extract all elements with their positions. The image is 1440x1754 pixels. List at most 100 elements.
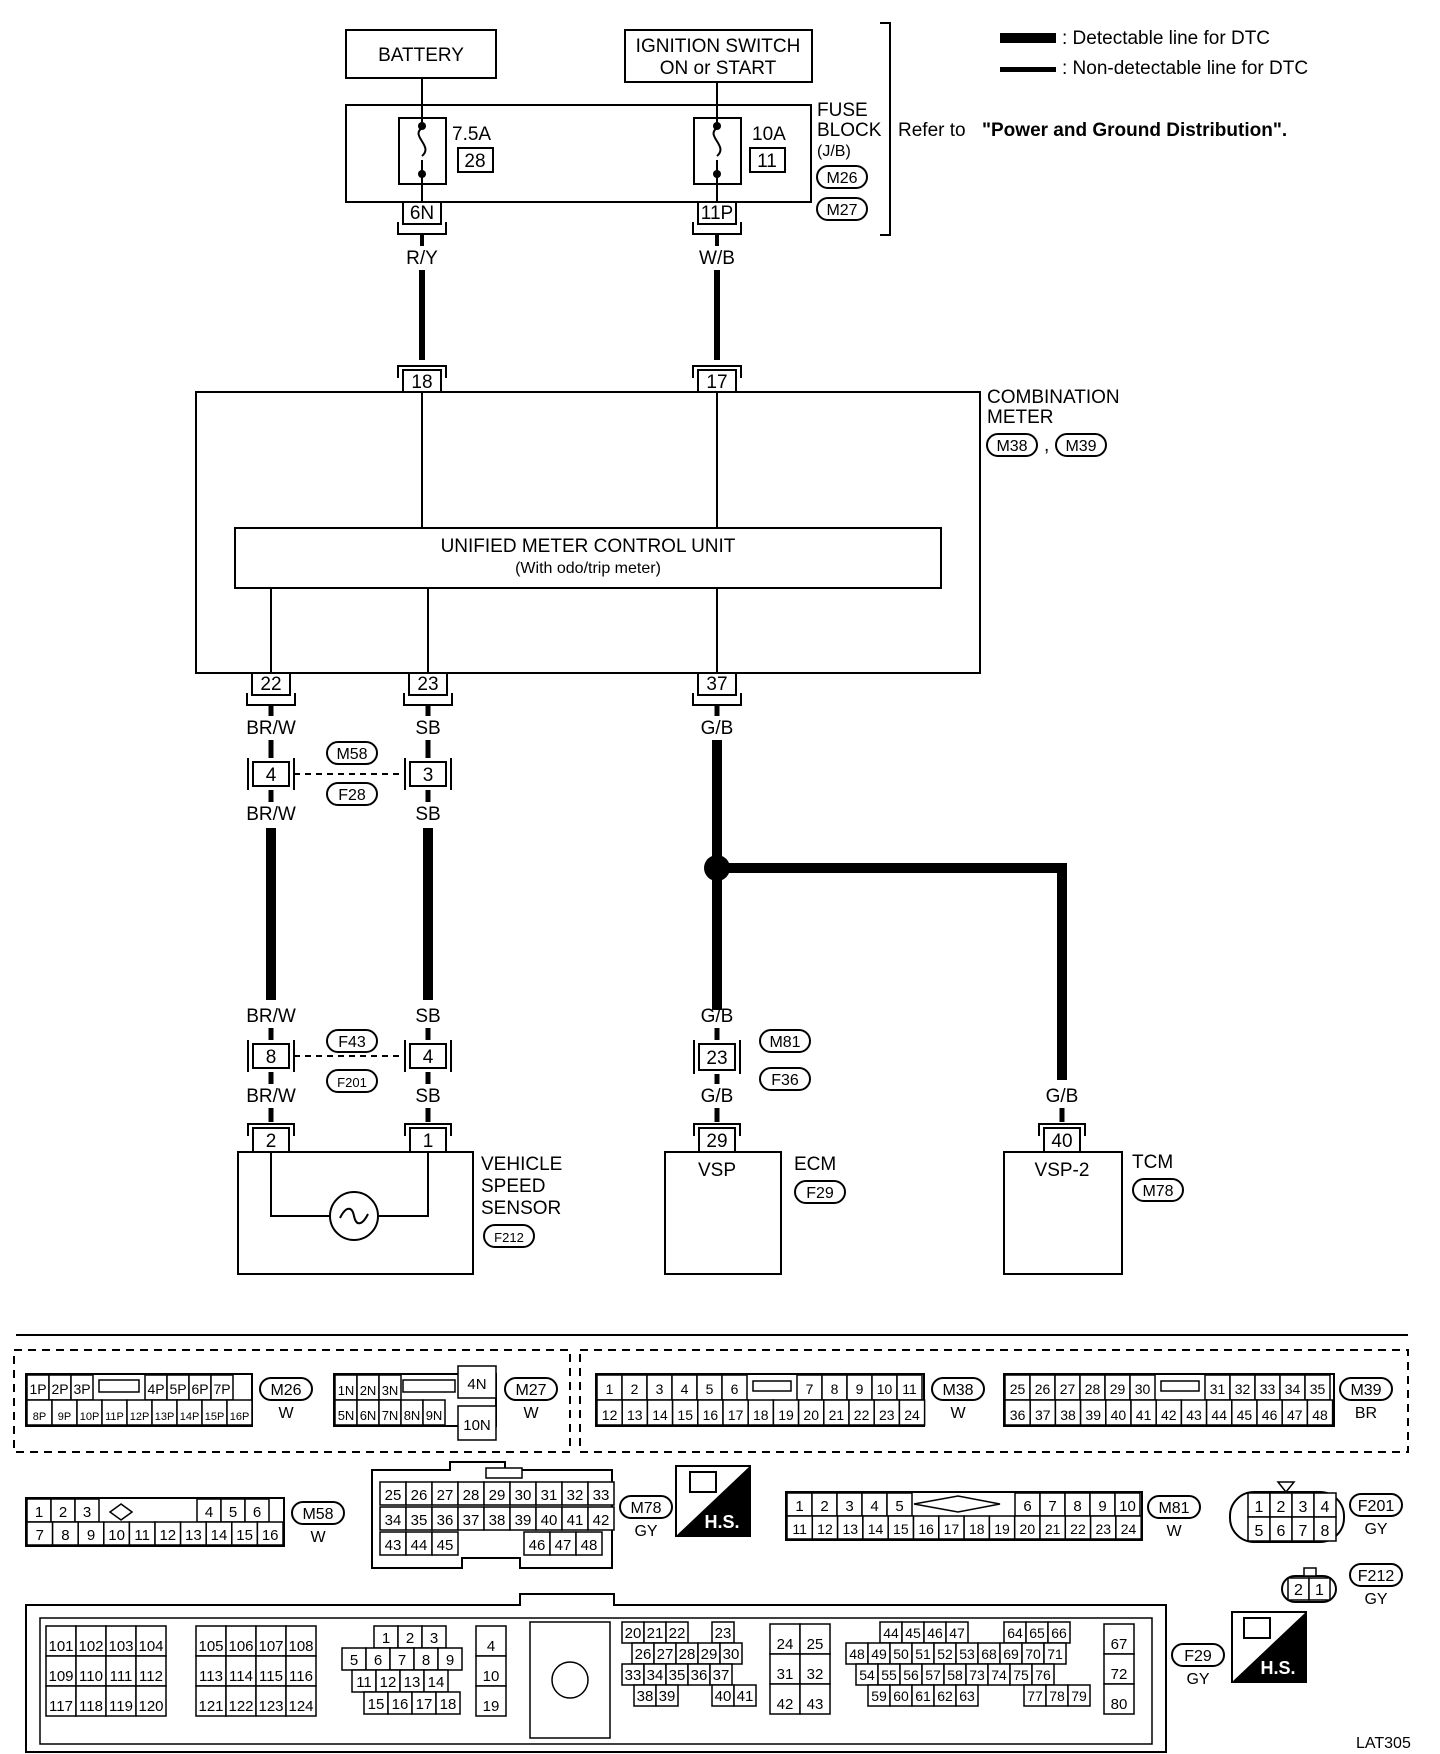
combination-meter-label-2: METER (987, 407, 1054, 428)
pin-cell (898, 1399, 926, 1426)
connector-color: W (1166, 1523, 1182, 1540)
pin-label: 35 (669, 1667, 686, 1684)
pin-label: 12 (380, 1674, 397, 1691)
pin-cell (105, 1625, 137, 1657)
pin-label: 69 (1003, 1646, 1019, 1662)
fuse-block-label-1: FUSE (817, 100, 868, 121)
pin-label: 34 (1285, 1381, 1301, 1397)
pin-label: 25 (807, 1636, 824, 1653)
pin-label: 32 (1235, 1381, 1251, 1397)
combination-meter-conn-1: M38 (996, 438, 1027, 455)
pin-cell (1104, 1374, 1131, 1401)
pin-cell (846, 1374, 873, 1401)
pin-label: 2 (59, 1504, 67, 1521)
pin-label: 101 (48, 1638, 73, 1655)
pin-label: 6 (1023, 1498, 1031, 1515)
pin-label: 27 (1060, 1381, 1076, 1397)
pin-label: 22 (669, 1625, 686, 1642)
pin-label: 5 (1255, 1523, 1264, 1540)
pin-18: 18 (397, 365, 447, 393)
pin-label: 65 (1029, 1625, 1045, 1641)
pin-label: 32 (567, 1487, 584, 1504)
fuse-block-label-3: (J/B) (817, 143, 851, 160)
pin-label: 20 (1020, 1521, 1036, 1537)
svg-text:22: 22 (260, 674, 281, 695)
legend-detectable: : Detectable line for DTC (1062, 28, 1270, 49)
pin-label: 28 (1085, 1381, 1101, 1397)
pin-label: 49 (871, 1646, 887, 1662)
pin-label: 26 (1035, 1381, 1051, 1397)
pin-label: 42 (777, 1696, 794, 1713)
pin-label: 52 (937, 1646, 953, 1662)
pin-label: 51 (915, 1646, 931, 1662)
svg-text:SB: SB (415, 1006, 440, 1027)
pin-label: 107 (258, 1638, 283, 1655)
legend-thin-line (1000, 67, 1056, 72)
pin-cell (135, 1685, 167, 1717)
pin-label: 4N (467, 1376, 486, 1393)
vss-label-3: SENSOR (481, 1198, 561, 1219)
hs-label: H.S. (1260, 1658, 1295, 1678)
pin-label: 111 (110, 1668, 133, 1685)
pin-label: 43 (1186, 1407, 1202, 1423)
pin-label: 18 (753, 1407, 769, 1423)
pin-label: 120 (138, 1698, 163, 1715)
pin-label: 12P (130, 1411, 150, 1423)
pin-cell (45, 1685, 77, 1717)
pin-label: 123 (258, 1698, 283, 1715)
ignition-box (624, 29, 813, 83)
pin-label: 27 (657, 1646, 674, 1663)
pin-label: 74 (991, 1667, 1007, 1683)
svg-text:BR/W: BR/W (246, 718, 296, 739)
pin-label: 41 (737, 1688, 754, 1705)
pin-label: 5N (338, 1408, 355, 1423)
pin-label: 43 (807, 1696, 824, 1713)
pin-label: 56 (903, 1667, 919, 1683)
pin-cell (1067, 1684, 1091, 1707)
pin-label: 72 (1111, 1666, 1128, 1683)
pin-label: 2P (51, 1381, 68, 1397)
pin-cell (1205, 1399, 1233, 1426)
pin-cell (45, 1625, 77, 1657)
tcm-box (1003, 1151, 1123, 1275)
pin-label: 3P (73, 1381, 90, 1397)
pin-label: 9N (426, 1408, 443, 1423)
pin-cell (587, 1481, 615, 1506)
pin-label: 27 (437, 1487, 454, 1504)
refer-title: "Power and Ground Distribution". (982, 120, 1287, 141)
connector-id: F29 (1184, 1648, 1212, 1665)
pin-cell (135, 1655, 167, 1687)
pin-label: 24 (904, 1407, 920, 1423)
pin-label: 1 (382, 1630, 390, 1647)
pin-label: 61 (915, 1688, 931, 1704)
pin-label: 116 (289, 1668, 313, 1685)
pin-label: 32 (807, 1666, 824, 1683)
pin-label: 13 (185, 1527, 202, 1544)
connector-color: BR (1355, 1405, 1377, 1422)
svg-text:M58: M58 (336, 746, 367, 763)
pin-label: 1 (795, 1498, 803, 1515)
pin-17: 17 (692, 365, 742, 393)
pin-cell (255, 1655, 287, 1687)
pin-label: 53 (959, 1646, 975, 1662)
connector-id: M81 (1158, 1500, 1189, 1517)
svg-text:23: 23 (706, 1048, 727, 1069)
pin-label: 28 (679, 1646, 696, 1663)
pin-label: 37 (713, 1667, 730, 1684)
pin-label: 77 (1027, 1688, 1043, 1704)
svg-text:4: 4 (266, 765, 277, 786)
pin-cell (1004, 1399, 1031, 1426)
pin-label: 114 (229, 1668, 253, 1685)
ecm-conn: F29 (806, 1185, 834, 1202)
pin-label: 48 (1312, 1407, 1328, 1423)
pin-cell (769, 1653, 801, 1685)
combination-meter-conn-2: M39 (1065, 438, 1096, 455)
pin-cell (1103, 1623, 1135, 1655)
connector-id: M39 (1350, 1382, 1381, 1399)
fuse-block-conn-1: M26 (826, 170, 857, 187)
pin-label: 7N (382, 1408, 399, 1423)
